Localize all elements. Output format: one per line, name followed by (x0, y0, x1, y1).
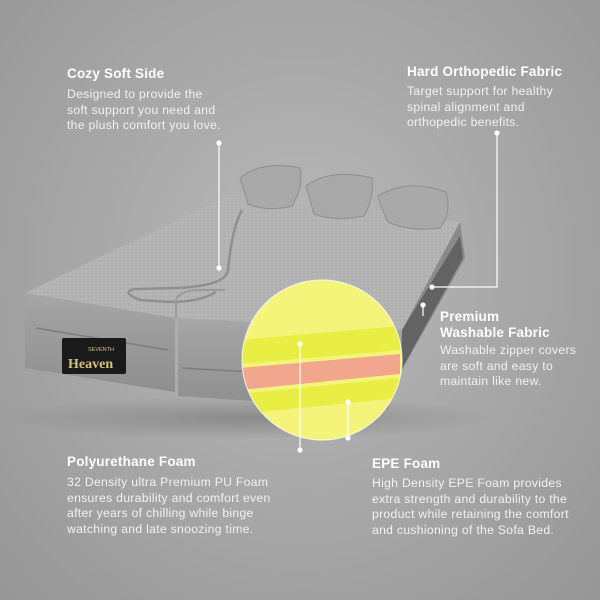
callout-dot-cozy-end (216, 265, 222, 271)
foam-bottom-layer (242, 400, 402, 440)
hard-line: orthopedic benefits. (407, 115, 520, 129)
callout-line-hard (432, 133, 498, 288)
pu-line: watching and late snoozing time. (67, 521, 254, 536)
callout-dot-pu (297, 341, 303, 347)
cozy-title: Cozy Soft Side (67, 66, 165, 81)
callout-dot-cozy (216, 140, 222, 146)
premium-line: maintain like new. (440, 374, 542, 388)
cozy-description: Designed to provide the soft support you… (67, 87, 221, 134)
epe-line: extra strength and durability to the (372, 491, 568, 506)
cozy-line: soft support you need and (67, 102, 216, 117)
cushion-notch (175, 289, 225, 318)
logo-small-text: SEVENTH (88, 347, 114, 353)
epe-line: product while retaining the comfort (372, 507, 569, 521)
premium-description: Washable zipper covers are soft and easy… (440, 343, 576, 390)
hard-line: spinal alignment and (407, 99, 525, 114)
cozy-line: Designed to provide the (67, 87, 203, 101)
pu-line: 32 Density ultra Premium PU Foam (67, 475, 269, 489)
callout-dot-hard (494, 130, 500, 136)
pillows (239, 165, 449, 230)
premium-title-line1: Premium (440, 309, 500, 324)
brand-logo-badge (62, 338, 126, 374)
pu-title: Polyurethane Foam (67, 454, 196, 469)
logo-big-text: Heaven (68, 357, 113, 372)
pu-description: 32 Density ultra Premium PU Foam ensures… (67, 475, 271, 537)
epe-description: High Density EPE Foam provides extra str… (372, 476, 569, 538)
epe-line: and cushioning of the Sofa Bed. (372, 522, 555, 537)
pu-line: after years of chilling while binge (67, 506, 254, 520)
cutaway-outline (241, 279, 403, 441)
premium-title-line2: Washable Fabric (440, 325, 550, 340)
callout-dot-epe (345, 399, 351, 405)
hard-description: Target support for healthy spinal alignm… (407, 84, 553, 131)
callout-dot-premium (420, 302, 426, 308)
foam-cutaway (242, 280, 402, 440)
callout-dot-pu-end (297, 447, 303, 453)
cushion-split-groove (127, 209, 244, 304)
callout-dot-epe-end (345, 435, 351, 441)
epe-foam-layer (242, 354, 400, 390)
base-shadow (400, 236, 463, 372)
epe-line: High Density EPE Foam provides (372, 476, 562, 490)
foam-band-2 (242, 378, 400, 414)
pu-line: ensures durability and comfort even (67, 490, 271, 505)
cozy-line: the plush comfort you love. (67, 118, 221, 132)
zipper-seam-right (181, 367, 251, 373)
callout-dot-hard-end (429, 284, 435, 290)
floor-shadow (0, 396, 500, 440)
callout-dots (216, 130, 500, 453)
hard-title: Hard Orthopedic Fabric (407, 64, 563, 79)
foam-band-1 (242, 326, 400, 364)
premium-line: are soft and easy to (440, 358, 554, 373)
epe-title: EPE Foam (372, 456, 441, 471)
hard-line: Target support for healthy (407, 84, 554, 98)
premium-line: Washable zipper covers (440, 343, 577, 357)
